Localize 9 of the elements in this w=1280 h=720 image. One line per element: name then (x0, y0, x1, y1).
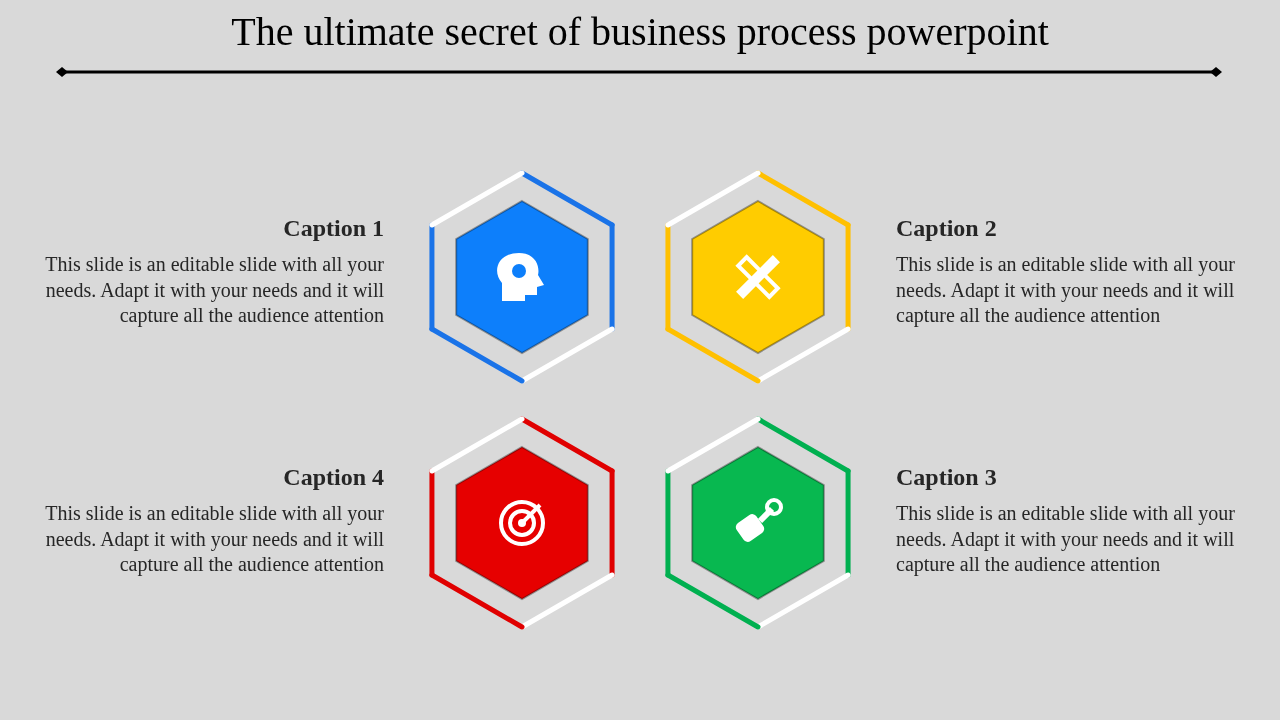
caption-heading: Caption 4 (283, 464, 384, 491)
slide-title: The ultimate secret of business process powerpoint (230, 8, 1050, 55)
caption-text: This slide is an editable slide with all your needs. Adapt it with your needs and it will capture all the audience attention (896, 252, 1236, 329)
caption-text: This slide is an editable slide with all your needs. Adapt it with your needs and it will capture all the audience attention (896, 501, 1236, 578)
caption-heading: Caption 1 (283, 215, 384, 242)
caption-text: This slide is an editable slide with all your needs. Adapt it with your needs and it will capture all the audience attention (44, 252, 384, 329)
caption-heading: Caption 3 (896, 464, 997, 491)
caption-text: This slide is an editable slide with all your needs. Adapt it with your needs and it will capture all the audience attention (44, 501, 384, 578)
caption-heading: Caption 2 (896, 215, 997, 242)
